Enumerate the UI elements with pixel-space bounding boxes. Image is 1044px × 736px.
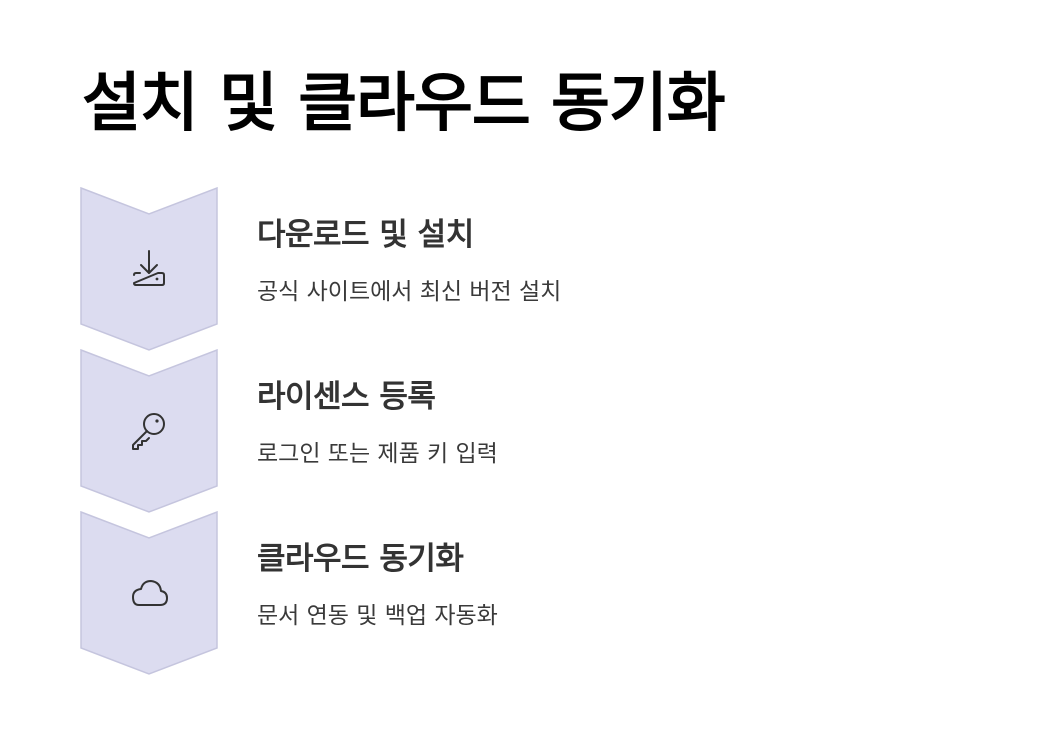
step-cloud-sync: 클라우드 동기화 문서 연동 및 백업 자동화 <box>80 511 780 675</box>
step-download: 다운로드 및 설치 공식 사이트에서 최신 버전 설치 <box>80 187 780 351</box>
page-title: 설치 및 클라우드 동기화 <box>82 67 726 141</box>
cloud-icon <box>132 580 168 606</box>
chevron-shape <box>80 511 218 675</box>
step-description: 로그인 또는 제품 키 입력 <box>257 441 498 467</box>
step-description: 공식 사이트에서 최신 버전 설치 <box>257 279 562 305</box>
step-license: 라이센스 등록 로그인 또는 제품 키 입력 <box>80 349 780 513</box>
step-description: 문서 연동 및 백업 자동화 <box>257 603 498 629</box>
key-icon <box>132 413 165 450</box>
chevron-shape <box>80 349 218 513</box>
download-icon <box>133 250 165 286</box>
step-title: 클라우드 동기화 <box>257 541 464 577</box>
step-title: 라이센스 등록 <box>257 379 436 415</box>
step-title: 다운로드 및 설치 <box>257 217 474 253</box>
